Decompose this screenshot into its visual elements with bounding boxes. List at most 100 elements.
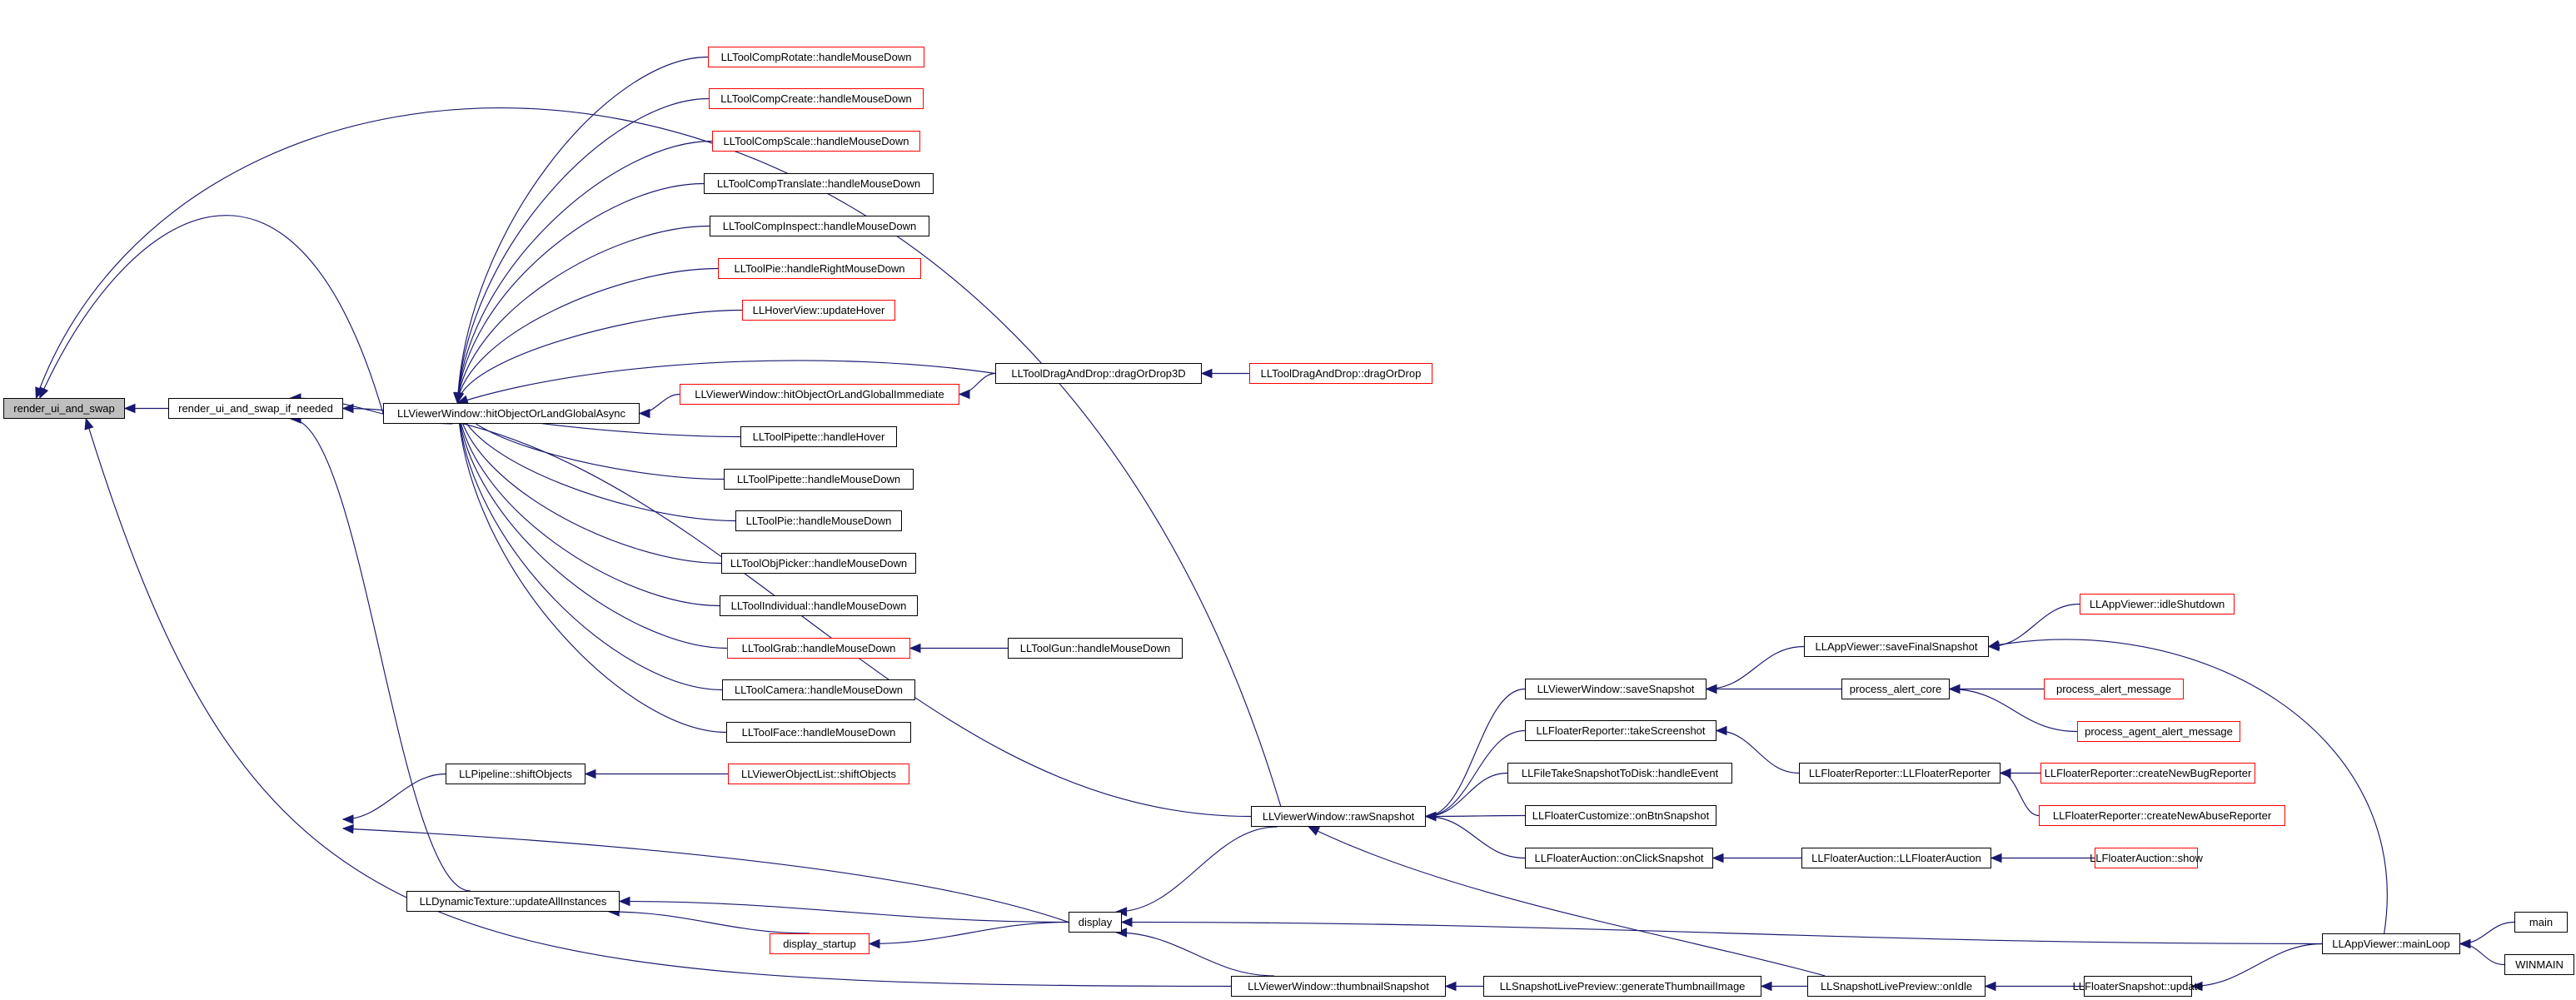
call-edge bbox=[456, 56, 709, 404]
node-pipeline-shift-objects[interactable]: LLPipeline::shiftObjects bbox=[446, 764, 585, 784]
call-edge-arrowhead bbox=[1308, 826, 1321, 836]
call-edge-arrowhead bbox=[341, 814, 354, 824]
call-edge bbox=[342, 828, 1069, 923]
node-tool-pie-handle-mouse-down[interactable]: LLToolPie::handleMouseDown bbox=[735, 510, 902, 531]
call-edge-arrowhead bbox=[1984, 981, 1996, 992]
node-tool-gun-handle-mouse-down[interactable]: LLToolGun::handleMouseDown bbox=[1008, 638, 1183, 659]
node-render-ui-and-swap-if-needed[interactable]: render_ui_and_swap_if_needed bbox=[168, 398, 343, 419]
call-edge bbox=[456, 402, 728, 649]
call-edge-arrowhead bbox=[84, 417, 94, 430]
call-edge bbox=[456, 402, 720, 607]
call-edge-arrowhead bbox=[1705, 684, 1717, 694]
node-tool-comp-scale-handle-mouse-down[interactable]: LLToolCompScale::handleMouseDown bbox=[712, 131, 920, 152]
node-floater-reporter-create-new-bug-reporter[interactable]: LLFloaterReporter::createNewBugReporter bbox=[2040, 763, 2255, 784]
call-edge bbox=[456, 140, 713, 404]
node-viewer-window-raw-snapshot[interactable]: LLViewerWindow::rawSnapshot bbox=[1251, 806, 1426, 827]
node-snapshot-live-preview-generate-thumbnail-image[interactable]: LLSnapshotLivePreview::generateThumbnail… bbox=[1483, 976, 1761, 997]
node-tool-grab-handle-mouse-down[interactable]: LLToolGrab::handleMouseDown bbox=[727, 638, 910, 659]
node-floater-snapshot-update[interactable]: LLFloaterSnapshot::update bbox=[2073, 976, 2203, 997]
call-edge-arrowhead bbox=[1999, 768, 2011, 779]
node-render-ui-and-swap: render_ui_and_swap bbox=[3, 398, 125, 419]
node-tool-drag-and-drop-drag-or-drop[interactable]: LLToolDragAndDrop::dragOrDrop bbox=[1249, 363, 1432, 384]
call-edge-arrowhead bbox=[2190, 981, 2203, 992]
call-edge bbox=[456, 402, 727, 734]
call-edge-arrowhead bbox=[868, 938, 880, 949]
call-edge bbox=[609, 911, 810, 934]
call-edge bbox=[1308, 826, 1826, 977]
node-snapshot-live-preview-on-idle[interactable]: LLSnapshotLivePreview::onIdle bbox=[1807, 976, 1986, 997]
node-floater-reporter-constructor[interactable]: LLFloaterReporter::LLFloaterReporter bbox=[1799, 763, 2001, 784]
call-edge bbox=[1425, 772, 1508, 818]
call-edge bbox=[959, 372, 996, 396]
call-edge bbox=[456, 225, 710, 404]
call-edge bbox=[1116, 932, 1274, 977]
node-floater-auction-constructor[interactable]: LLFloaterAuction::LLFloaterAuction bbox=[1801, 848, 1991, 868]
call-edge-arrowhead bbox=[2459, 938, 2471, 949]
node-tool-face-handle-mouse-down[interactable]: LLToolFace::handleMouseDown bbox=[726, 722, 911, 743]
node-floater-auction-on-click-snapshot[interactable]: LLFloaterAuction::onClickSnapshot bbox=[1525, 848, 1713, 868]
call-edge-arrowhead bbox=[123, 403, 136, 414]
call-edge bbox=[1425, 688, 1526, 818]
node-app-viewer-idle-shutdown[interactable]: LLAppViewer::idleShutdown bbox=[2080, 594, 2235, 614]
call-edge-arrowhead bbox=[1760, 981, 1772, 992]
call-edge-arrowhead bbox=[341, 403, 354, 414]
node-file-take-snapshot-to-disk-handle-event[interactable]: LLFileTakeSnapshotToDisk::handleEvent bbox=[1507, 763, 1732, 784]
node-tool-pie-handle-right-mouse-down[interactable]: LLToolPie::handleRightMouseDown bbox=[718, 258, 921, 279]
call-edge bbox=[1949, 688, 2078, 733]
node-tool-obj-picker-handle-mouse-down[interactable]: LLToolObjPicker::handleMouseDown bbox=[721, 553, 916, 574]
node-floater-reporter-take-screenshot[interactable]: LLFloaterReporter::takeScreenshot bbox=[1525, 720, 1717, 741]
call-edge-arrowhead bbox=[1715, 725, 1727, 736]
node-hit-object-or-land-global-async[interactable]: LLViewerWindow::hitObjectOrLandGlobalAsy… bbox=[383, 403, 640, 424]
call-edge bbox=[1425, 729, 1526, 818]
call-edge bbox=[39, 215, 384, 414]
call-edge-arrowhead bbox=[1990, 853, 2002, 863]
call-edge-arrowhead bbox=[1948, 684, 1961, 694]
call-edge bbox=[1716, 729, 1800, 774]
call-edge-arrowhead bbox=[1712, 853, 1724, 863]
call-edge-arrowhead bbox=[909, 643, 921, 654]
call-edge-arrowhead bbox=[618, 896, 630, 907]
node-tool-individual-handle-mouse-down[interactable]: LLToolIndividual::handleMouseDown bbox=[720, 595, 918, 616]
node-tool-comp-inspect-handle-mouse-down[interactable]: LLToolCompInspect::handleMouseDown bbox=[710, 216, 929, 236]
call-edge bbox=[456, 97, 710, 404]
node-winmain[interactable]: WINMAIN bbox=[2504, 954, 2574, 975]
call-edge bbox=[1988, 639, 2388, 934]
call-edge-arrowhead bbox=[39, 386, 49, 400]
node-process-alert-message[interactable]: process_alert_message bbox=[2044, 679, 2184, 699]
node-viewer-object-list-shift-objects[interactable]: LLViewerObjectList::shiftObjects bbox=[728, 764, 909, 784]
call-edge bbox=[2191, 943, 2323, 988]
call-edge bbox=[1425, 814, 1526, 818]
node-main[interactable]: main bbox=[2514, 912, 2568, 933]
node-app-viewer-main-loop[interactable]: LLAppViewer::mainLoop bbox=[2322, 933, 2460, 954]
call-edge-arrowhead bbox=[1424, 811, 1437, 822]
call-edge bbox=[1706, 645, 1805, 690]
node-process-alert-core[interactable]: process_alert_core bbox=[1841, 679, 1950, 699]
node-display-startup[interactable]: display_startup bbox=[770, 933, 869, 954]
node-floater-customize-on-btn-snapshot[interactable]: LLFloaterCustomize::onBtnSnapshot bbox=[1525, 805, 1717, 826]
node-hover-view-update-hover[interactable]: LLHoverView::updateHover bbox=[742, 300, 895, 321]
node-floater-auction-show[interactable]: LLFloaterAuction::show bbox=[2090, 848, 2203, 868]
node-tool-pipette-handle-mouse-down[interactable]: LLToolPipette::handleMouseDown bbox=[724, 469, 914, 490]
node-hit-object-or-land-global-immediate[interactable]: LLViewerWindow::hitObjectOrLandGlobalImm… bbox=[680, 384, 959, 405]
node-process-agent-alert-message[interactable]: process_agent_alert_message bbox=[2077, 721, 2240, 742]
node-tool-drag-and-drop-drag-or-drop-3d[interactable]: LLToolDragAndDrop::dragOrDrop3D bbox=[995, 363, 1202, 384]
node-tool-pipette-handle-hover[interactable]: LLToolPipette::handleHover bbox=[740, 426, 897, 447]
call-edge bbox=[869, 921, 1069, 945]
node-display[interactable]: display bbox=[1069, 912, 1122, 933]
call-edge bbox=[456, 402, 722, 565]
node-tool-comp-rotate-handle-mouse-down[interactable]: LLToolCompRotate::handleMouseDown bbox=[708, 47, 924, 67]
call-edge-arrowhead bbox=[341, 823, 354, 834]
node-app-viewer-save-final-snapshot[interactable]: LLAppViewer::saveFinalSnapshot bbox=[1804, 636, 1989, 657]
call-edge-arrowhead bbox=[1200, 368, 1213, 379]
node-tool-comp-create-handle-mouse-down[interactable]: LLToolCompCreate::handleMouseDown bbox=[709, 88, 924, 109]
node-floater-reporter-create-new-abuse-reporter[interactable]: LLFloaterReporter::createNewAbuseReporte… bbox=[2039, 805, 2285, 826]
node-viewer-window-thumbnail-snapshot[interactable]: LLViewerWindow::thumbnailSnapshot bbox=[1231, 976, 1446, 997]
call-edge-arrowhead bbox=[584, 769, 596, 779]
node-tool-camera-handle-mouse-down[interactable]: LLToolCamera::handleMouseDown bbox=[722, 679, 915, 700]
node-tool-comp-translate-handle-mouse-down[interactable]: LLToolCompTranslate::handleMouseDown bbox=[704, 173, 934, 194]
call-edge bbox=[456, 182, 705, 404]
node-dynamic-texture-update-all-instances[interactable]: LLDynamicTexture::updateAllInstances bbox=[406, 891, 620, 912]
node-viewer-window-save-snapshot[interactable]: LLViewerWindow::saveSnapshot bbox=[1525, 679, 1707, 699]
call-edge bbox=[456, 267, 719, 404]
call-edge bbox=[1425, 815, 1526, 859]
